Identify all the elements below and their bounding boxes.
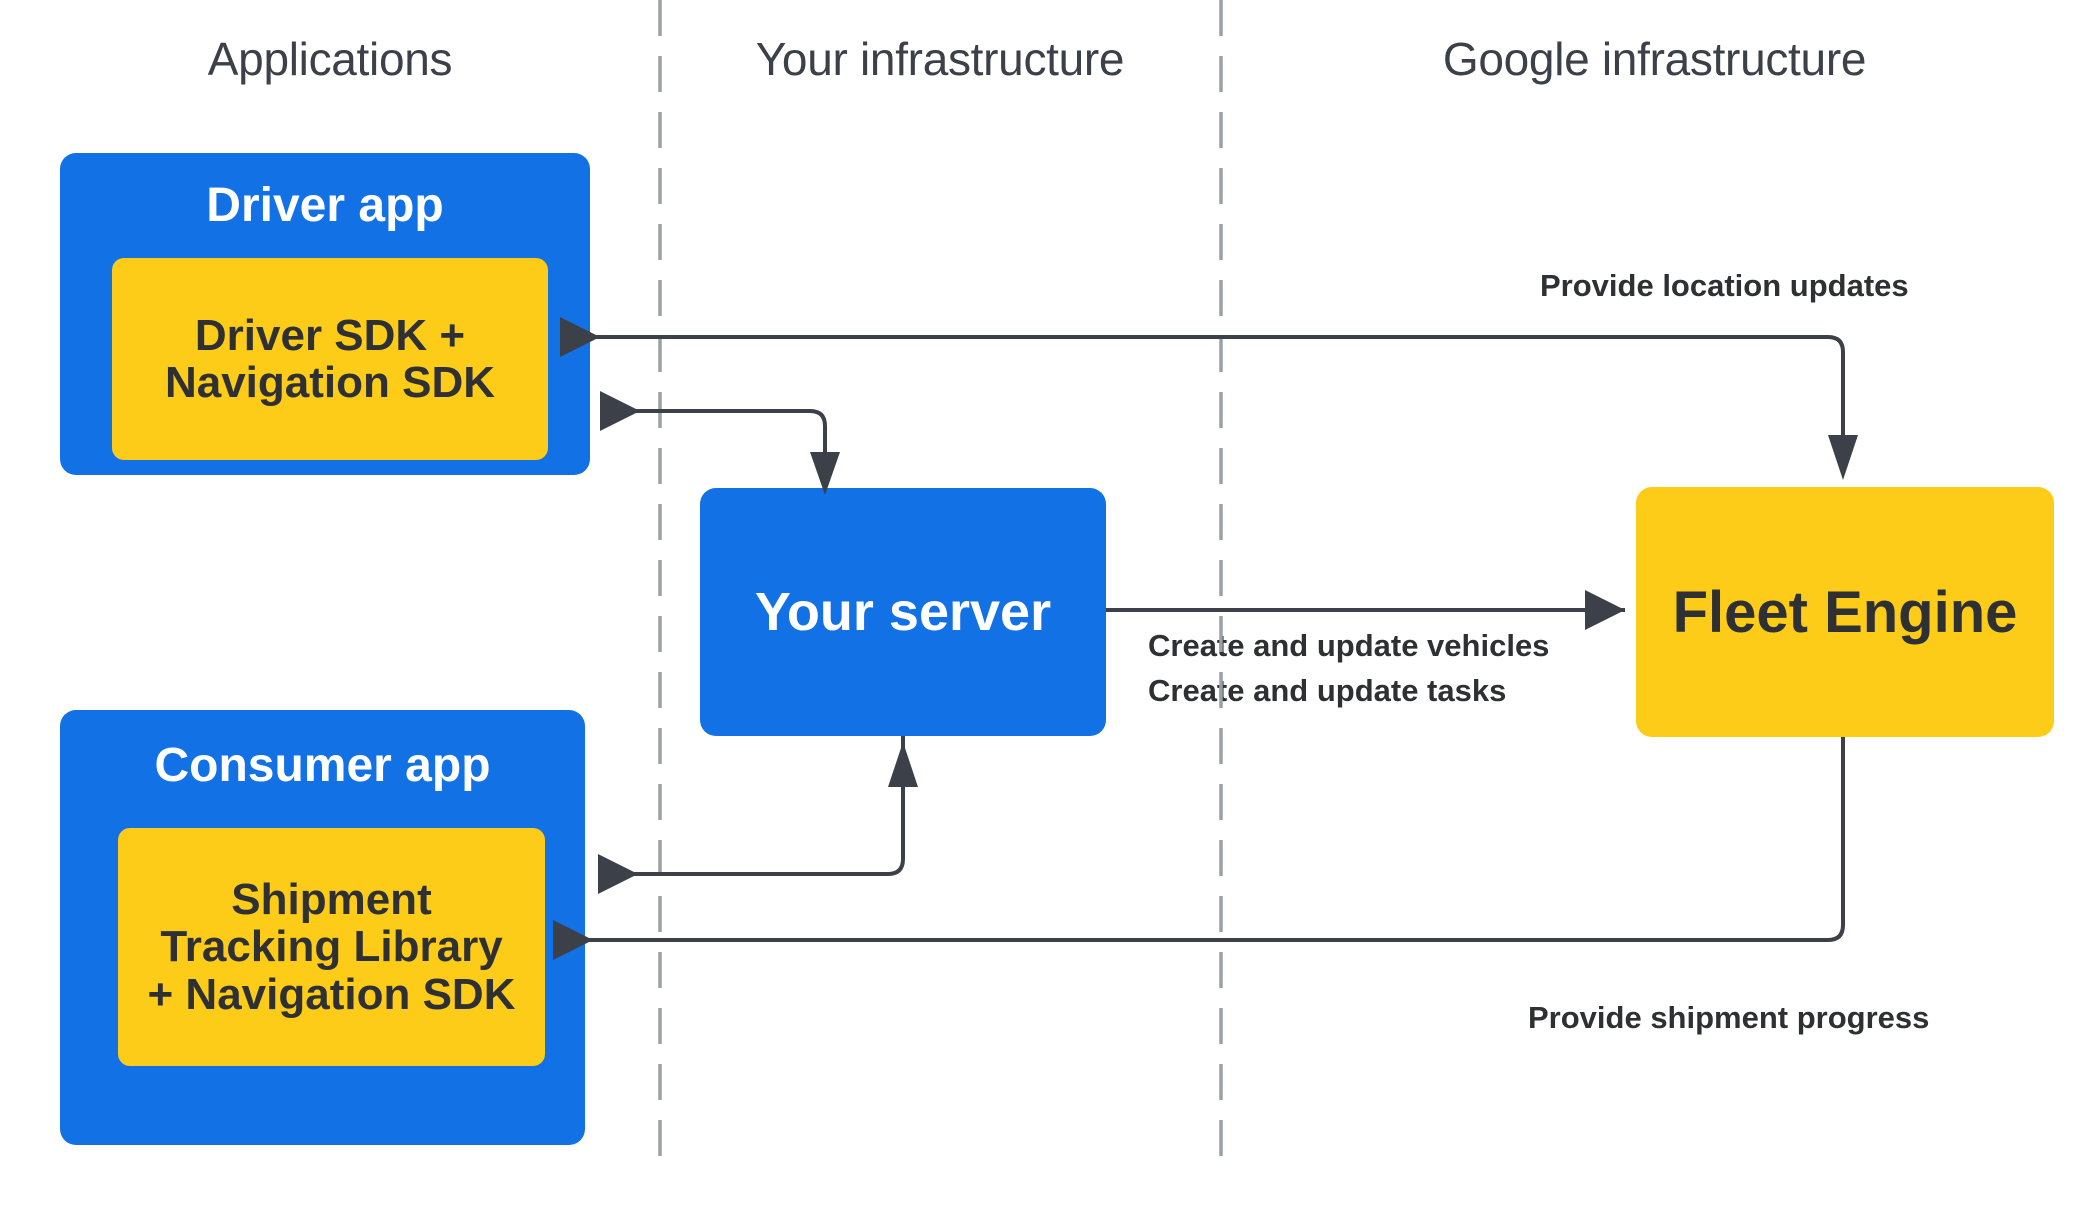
arrowhead-into-fleet-engine-top [1828,435,1858,480]
consumer-sdk-line-3: + Navigation SDK [147,969,516,1019]
driver-sdk-line-1: Driver SDK + [194,310,466,360]
edge-your-server-to-driver-app [600,391,827,488]
column-header-your-infrastructure: Your infrastructure [755,33,1125,85]
driver-app-title: Driver app [206,179,444,232]
arrowhead-into-your-server-bottom [888,742,918,787]
consumer-sdk-label: Shipment Tracking Library + Navigation S… [140,876,524,1017]
your-server-box[interactable]: Your server [700,488,1106,736]
consumer-sdk-box[interactable]: Shipment Tracking Library + Navigation S… [118,828,545,1066]
driver-sdk-line-2: Navigation SDK [164,358,496,407]
consumer-sdk-line-2: Tracking Library [160,922,503,972]
fleet-engine-label: Fleet Engine [1672,579,2018,645]
your-server-label: Your server [754,582,1052,642]
fleet-engine-box[interactable]: Fleet Engine [1636,487,2054,737]
consumer-app-title: Consumer app [154,739,491,792]
edge-fleet-engine-to-driver-sdk [560,317,1845,470]
column-header-google-infrastructure: Google infrastructure [1442,33,1867,85]
edge-label-provide-location-updates: Provide location updates [1540,268,1909,303]
edge-label-provide-shipment-progress: Provide shipment progress [1528,1000,1930,1035]
consumer-sdk-line-1: Shipment [231,875,432,925]
edge-label-create-update-vehicles: Create and update vehicles [1148,628,1550,663]
edge-your-server-to-consumer-app [598,736,905,894]
edge-fleet-engine-to-consumer-sdk [553,737,1845,960]
column-header-applications: Applications [207,33,453,85]
driver-sdk-box[interactable]: Driver SDK + Navigation SDK [112,258,548,460]
driver-sdk-label: Driver SDK + Navigation SDK [157,312,503,406]
edge-label-create-update-tasks: Create and update tasks [1148,673,1507,708]
